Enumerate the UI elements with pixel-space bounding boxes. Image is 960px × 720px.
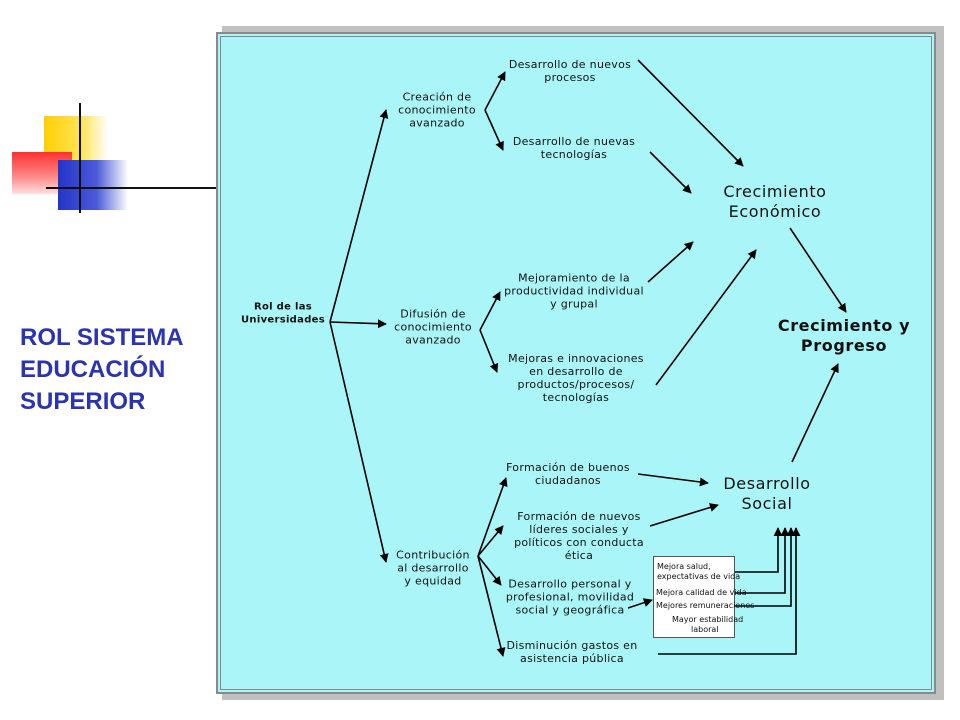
arrow-difusion-to-mejoras [479,329,499,373]
personal-node-line: profesional, movilidad [505,590,635,604]
contribucion-node-line: al desarrollo [397,561,469,575]
arrow-mejoras-to-economico [655,249,757,386]
creacion-node-line: conocimiento [398,103,476,117]
arrow-root-to-difusion [329,319,387,329]
arrow-procesos-to-economico [637,59,744,167]
benefit-remuneraciones: Mejores remuneraciones [656,601,755,610]
benefit-estabilidad-line-2: laboral [691,625,719,634]
diagram-panel [216,32,936,694]
difusion-node-line: conocimiento [394,320,472,334]
root-node-line: Rol de las [253,301,313,313]
slide-title-line-1: ROL SISTEMA [20,324,184,351]
benefit-salud-line-1: Mejora salud, [657,562,711,571]
arrow-gastos-to-social [658,527,801,655]
lideres-node-line: líderes sociales y [529,523,629,536]
lideres-node-line: políticos con conducta [514,536,644,549]
tecnologias-node-line: tecnologías [540,148,608,161]
personal-node-line: social y geográfica [515,603,625,617]
procesos-node-line: Desarrollo de nuevos [508,58,632,71]
difusion-node: Difusión de conocimiento avanzado [394,308,472,347]
contribucion-node-line: Contribución [396,548,470,562]
tecnologias-node: Desarrollo de nuevas tecnologías [513,135,635,161]
arrow-remuneraciones-to-social [735,527,796,607]
arrow-contribucion-to-lideres [477,525,504,557]
arrow-contribucion-to-personal [477,555,502,586]
arrow-productividad-to-economico [647,241,694,283]
benefit-estabilidad-line-1: Mayor estabilidad [672,615,744,624]
personal-node: Desarrollo personal y profesional, movil… [506,578,634,617]
arrow-contribucion-to-ciudadanos [477,477,508,557]
arrow-tecnologias-to-economico [649,151,692,194]
gastos-node-line: asistencia pública [520,652,624,665]
mejoras-node-line: en desarrollo de [529,365,623,378]
arrow-calidad-to-social [735,527,790,594]
difusion-node-line: Difusión de [400,307,466,321]
procesos-node: Desarrollo de nuevos procesos [509,58,631,84]
arrow-difusion-to-productividad [479,291,501,331]
social-node: Desarrollo Social [723,474,810,514]
productividad-node-line: Mejoramiento de la [518,271,630,285]
slide-title: ROL SISTEMA EDUCACIÓN SUPERIOR [20,322,220,418]
creacion-node-line: Creación de [402,90,472,104]
contribucion-node-line: y equidad [404,574,462,588]
economico-node-line: Crecimiento [723,182,827,201]
progreso-node-line: Progreso [800,336,888,355]
arrow-ciudadanos-to-social [637,473,709,487]
creacion-node: Creación de conocimiento avanzado [398,91,476,130]
progreso-node-line: Crecimiento y [777,316,911,335]
benefits-box [653,556,735,638]
arrow-social-to-progreso [791,363,839,463]
root-node: Rol de las Universidades [241,302,325,327]
economico-node-line: Económico [728,202,822,221]
productividad-node-line: y grupal [550,297,598,311]
arrow-personal-to-benefits [627,598,653,609]
arrow-root-to-creacion [329,109,389,323]
mejoras-node-line: tecnologías [542,391,610,404]
lideres-node-line: ética [564,549,594,562]
arrow-contribucion-to-gastos [477,555,506,657]
productividad-node: Mejoramiento de la productividad individ… [504,272,644,311]
social-node-line: Desarrollo [723,474,811,493]
decorative-horizontal-line [46,187,216,189]
arrow-lideres-to-social [649,503,719,527]
mejoras-node: Mejoras e innovaciones en desarrollo de … [508,352,644,404]
benefit-calidad: Mejora calidad de vida [656,588,747,597]
decorative-vertical-line [79,103,81,213]
social-node-line: Social [741,494,793,513]
lideres-node-line: Formación de nuevos [517,510,641,523]
ciudadanos-node: Formación de buenos ciudadanos [506,461,630,487]
contribucion-node: Contribución al desarrollo y equidad [396,549,470,588]
arrow-salud-to-social [735,527,783,573]
slide-title-line-3: SUPERIOR [20,388,146,415]
mejoras-node-line: Mejoras e innovaciones [508,352,644,365]
personal-node-line: Desarrollo personal y [508,577,632,591]
mejoras-node-line: productos/procesos/ [517,378,635,391]
economico-node: Crecimiento Económico [723,182,826,222]
tecnologias-node-line: Desarrollo de nuevas [512,135,636,148]
diagram-panel-inner-border [220,36,932,690]
difusion-node-line: avanzado [405,333,461,347]
procesos-node-line: procesos [544,71,596,84]
decorative-blue-square [58,160,128,210]
lideres-node: Formación de nuevos líderes sociales y p… [514,510,644,562]
gastos-node-line: Disminución gastos en [506,639,638,652]
progreso-node: Crecimiento y Progreso [778,316,910,356]
creacion-node-line: avanzado [409,116,465,130]
gastos-node: Disminución gastos en asistencia pública [506,639,637,665]
ciudadanos-node-line: ciudadanos [535,474,601,487]
productividad-node-line: productividad individual [504,284,644,298]
arrow-economico-to-progreso [789,227,847,313]
arrow-creacion-to-procesos [484,71,506,111]
benefit-salud-line-2: expectativas de vida [657,572,741,581]
slide-title-line-2: EDUCACIÓN [20,356,166,383]
ciudadanos-node-line: Formación de buenos [506,461,630,474]
arrow-root-to-contribucion [329,321,389,563]
root-node-line: Universidades [241,314,325,325]
arrow-creacion-to-tecnologias [484,109,504,151]
